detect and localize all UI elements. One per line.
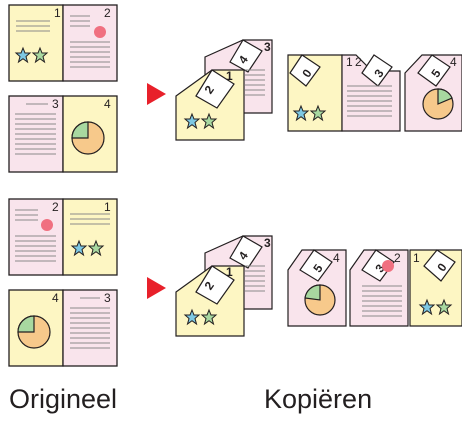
row1-copy-sheet-2: 5 4	[404, 54, 462, 132]
page-number: 2	[104, 6, 111, 20]
arrow-icon	[147, 277, 166, 299]
page-number: 1	[54, 6, 61, 20]
row2-copy-stack: 3 4 1 2	[175, 235, 273, 337]
row1-original-top-spread: 1 2	[8, 4, 118, 82]
svg-text:4: 4	[52, 291, 59, 305]
row2-copy-sheet-2: 3 2	[349, 249, 409, 327]
pie-chart-icon	[71, 121, 105, 155]
row1-copy-sheet-1: 0 1 2 3	[287, 54, 401, 132]
svg-text:1: 1	[346, 55, 353, 69]
page-number: 3	[52, 97, 59, 111]
row2-copy-sheet-1: 5 4	[287, 249, 347, 327]
red-dot-icon	[94, 26, 106, 38]
copies-label: Kopiëren	[264, 384, 373, 414]
page-number: 4	[104, 97, 111, 111]
row2-copy-sheet-3: 1 0	[409, 249, 462, 327]
row2-original-bottom-spread: 4 3	[8, 289, 118, 367]
svg-text:2: 2	[52, 200, 59, 214]
svg-text:3: 3	[104, 291, 111, 305]
svg-text:2: 2	[355, 55, 362, 69]
row2-original-top-spread: 2 1	[8, 198, 118, 276]
svg-text:1: 1	[413, 251, 420, 265]
original-label: Origineel	[9, 384, 118, 414]
arrow-icon	[147, 83, 166, 105]
svg-text:2: 2	[394, 251, 401, 265]
svg-text:3: 3	[264, 236, 271, 250]
row1-copy-stack: 3 4 1 2	[175, 39, 273, 141]
svg-text:1: 1	[226, 69, 233, 83]
svg-text:4: 4	[333, 251, 340, 265]
row1-original-bottom-spread: 3 4	[8, 95, 118, 173]
svg-text:3: 3	[264, 40, 271, 54]
svg-text:1: 1	[104, 200, 111, 214]
svg-text:1: 1	[226, 265, 233, 279]
svg-text:4: 4	[450, 55, 457, 69]
